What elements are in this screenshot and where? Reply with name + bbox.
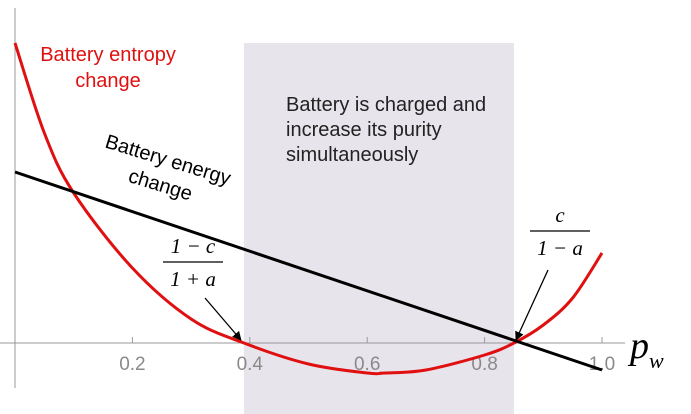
battery-entropy-curve — [13, 42, 604, 376]
arrow — [204, 297, 242, 341]
x-tick-label: 0.6 — [354, 354, 380, 375]
arrow — [515, 269, 549, 341]
energy-series-label: Battery energychange — [95, 131, 233, 215]
x-tick-label: 0.2 — [119, 354, 145, 375]
x-tick-label: 1.0 — [589, 354, 615, 375]
fraction-numerator: c — [555, 203, 565, 227]
right-root-fraction: c 1 − a — [515, 203, 590, 341]
x-tick-label: 0.8 — [471, 354, 497, 375]
fraction-denominator: 1 + a — [170, 267, 216, 291]
battery-energy-line — [14, 170, 603, 372]
left-root-fraction: 1 − c 1 + a — [163, 234, 242, 341]
fraction-numerator: 1 − c — [171, 234, 216, 258]
x-axis-label: pw — [627, 325, 664, 373]
fraction-denominator: 1 − a — [537, 236, 583, 260]
x-tick-label: 0.4 — [237, 354, 264, 375]
x-ticks: 0.2 0.4 0.6 0.8 1.0 — [119, 337, 615, 375]
shaded-region — [243, 43, 514, 414]
